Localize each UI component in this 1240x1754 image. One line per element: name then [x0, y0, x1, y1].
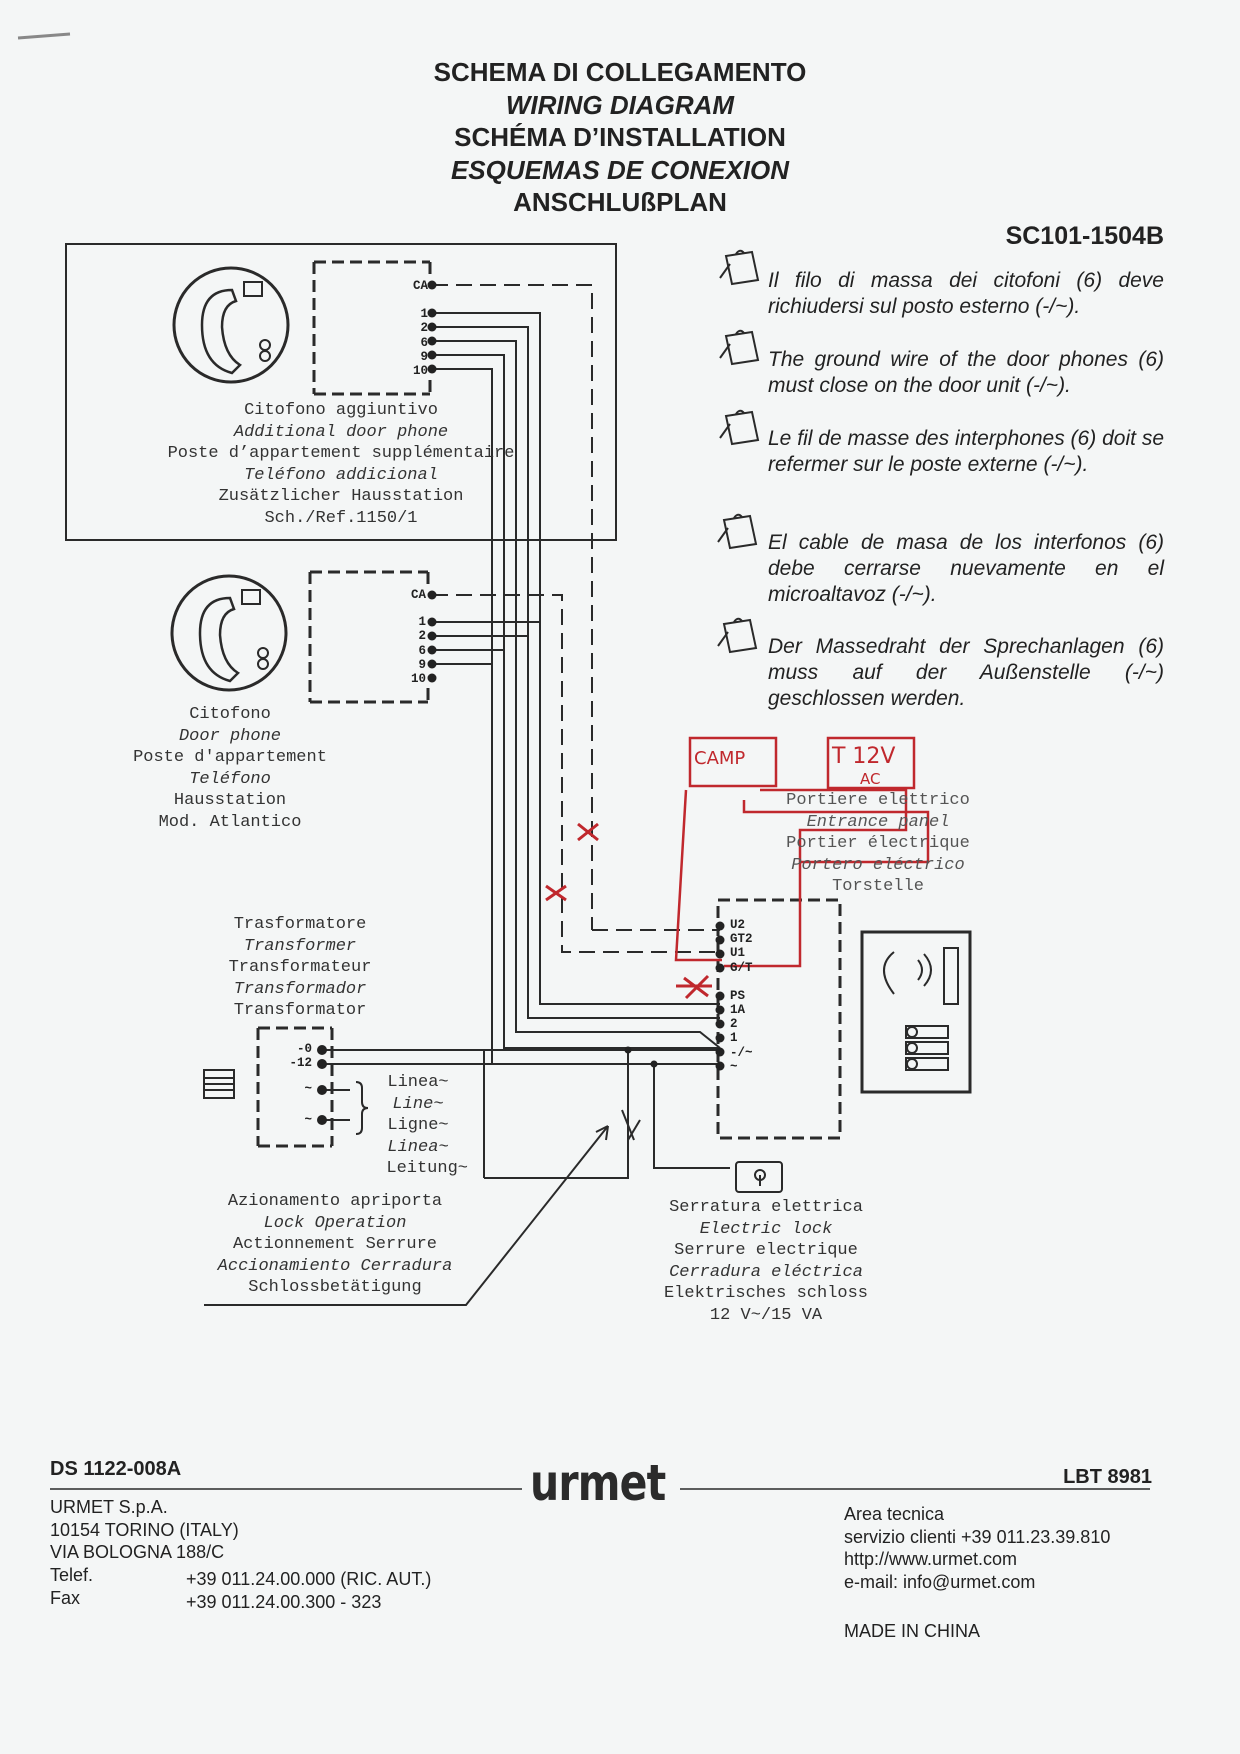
door-handset-icon: [170, 574, 288, 692]
panel-terminal: U1: [730, 946, 746, 961]
panel-terminal: -/~: [730, 1045, 753, 1060]
panel-terminal: U2: [730, 918, 746, 932]
door-terminal: 10: [410, 672, 426, 687]
note-german: Der Massedraht der Sprechanlagen (6) mus…: [768, 635, 1164, 710]
panel-terminal: 1A: [730, 1003, 746, 1018]
handwritten-ac: AC: [860, 770, 881, 788]
company-address: URMET S.p.A. 10154 TORINO (ITALY) VIA BO…: [50, 1497, 239, 1562]
door-terminal: CA: [410, 588, 426, 602]
electric-lock-label: Serratura elettrica Electric lock Serrur…: [663, 1198, 869, 1325]
handwritten-transformer: T 12V: [832, 744, 896, 769]
title-block: SCHEMA DI COLLEGAMENTO WIRING DIAGRAM SC…: [0, 56, 1240, 219]
additional-terminal: 1: [420, 307, 428, 322]
panel-terminal: ~: [730, 1059, 738, 1074]
additional-terminal: 10: [412, 364, 428, 379]
note-english: The ground wire of the door phones (6) m…: [768, 348, 1164, 397]
clipboard-icon: [717, 617, 758, 654]
title-german: ANSCHLUßPLAN: [513, 187, 727, 217]
line-label: Linea~ Line~ Ligne~ Linea~ Leitung~: [386, 1073, 468, 1178]
panel-terminal: GT2: [730, 932, 753, 947]
panel-terminal: G/T: [730, 960, 753, 975]
clipboard-icon: [717, 513, 758, 550]
clipboard-icon: [719, 409, 760, 446]
fax-label: Fax: [50, 1588, 81, 1608]
made-in: MADE IN CHINA: [844, 1621, 981, 1641]
door-phone-label: Citofono Door phone Poste d'appartement …: [133, 705, 327, 832]
panel-terminal: PS: [730, 988, 746, 1003]
title-italian: SCHEMA DI COLLEGAMENTO: [433, 57, 807, 87]
additional-terminal: 6: [420, 335, 428, 350]
lbt-code: LBT 8981: [1063, 1466, 1152, 1488]
additional-terminal: 9: [420, 349, 428, 364]
additional-phone-label: Citofono aggiuntivo Additional door phon…: [167, 401, 515, 528]
transformer-label: Trasformatore Transformer Transformateur…: [228, 915, 372, 1020]
urmet-logo: urmet: [530, 1454, 666, 1512]
title-english: WIRING DIAGRAM: [505, 89, 735, 120]
door-terminal: 2: [418, 629, 426, 644]
lock-operation-label: Azionamento apriporta Lock Operation Act…: [217, 1192, 453, 1297]
additional-handset-icon: [172, 266, 290, 384]
door-phone-terminals: CA 1 2 6 9 10: [402, 588, 426, 686]
panel-terminal: 2: [730, 1017, 738, 1032]
additional-phone-frame: [65, 243, 617, 541]
panel-terminal: 1: [730, 1031, 738, 1046]
contact-block: Area tecnica servizio clienti +39 011.23…: [844, 1504, 1111, 1592]
additional-terminals: CA 1 2 6 9 10: [404, 279, 428, 378]
title-french: SCHÉMA D’INSTALLATION: [454, 122, 786, 152]
fax-value: +39 011.24.00.300 - 323: [186, 1592, 382, 1612]
entrance-panel-terminals: U2 GT2 U1 G/T PS 1A 2 1 -/~ ~: [730, 918, 753, 1074]
door-terminal: 1: [418, 615, 426, 630]
clipboard-icon: [719, 329, 760, 366]
note-italian: Il filo di massa dei citofoni (6) deve r…: [768, 269, 1164, 318]
door-terminal: 9: [418, 657, 426, 672]
additional-terminal: CA: [412, 279, 428, 293]
title-spanish: ESQUEMAS DE CONEXION: [450, 154, 790, 185]
entrance-panel-label: Portiere elettrico Entrance panel Portie…: [786, 791, 970, 896]
note-french: Le fil de masse des interphones (6) doit…: [768, 427, 1164, 476]
note-spanish: El cable de masa de los interfonos (6) d…: [768, 531, 1164, 606]
scheme-code: SC101-1504B: [1005, 222, 1164, 250]
door-terminal: 6: [418, 643, 426, 658]
telef-label: Telef.: [50, 1565, 94, 1585]
additional-terminal: 2: [420, 321, 428, 336]
transformer-terminals: -0 -12 ~ ~: [289, 1042, 312, 1127]
telef-value: +39 011.24.00.000 (RIC. AUT.): [186, 1569, 432, 1589]
clipboard-icon: [719, 249, 760, 286]
document-code: DS 1122-008A: [50, 1458, 182, 1480]
handwritten-camp: CAMP: [694, 748, 746, 769]
